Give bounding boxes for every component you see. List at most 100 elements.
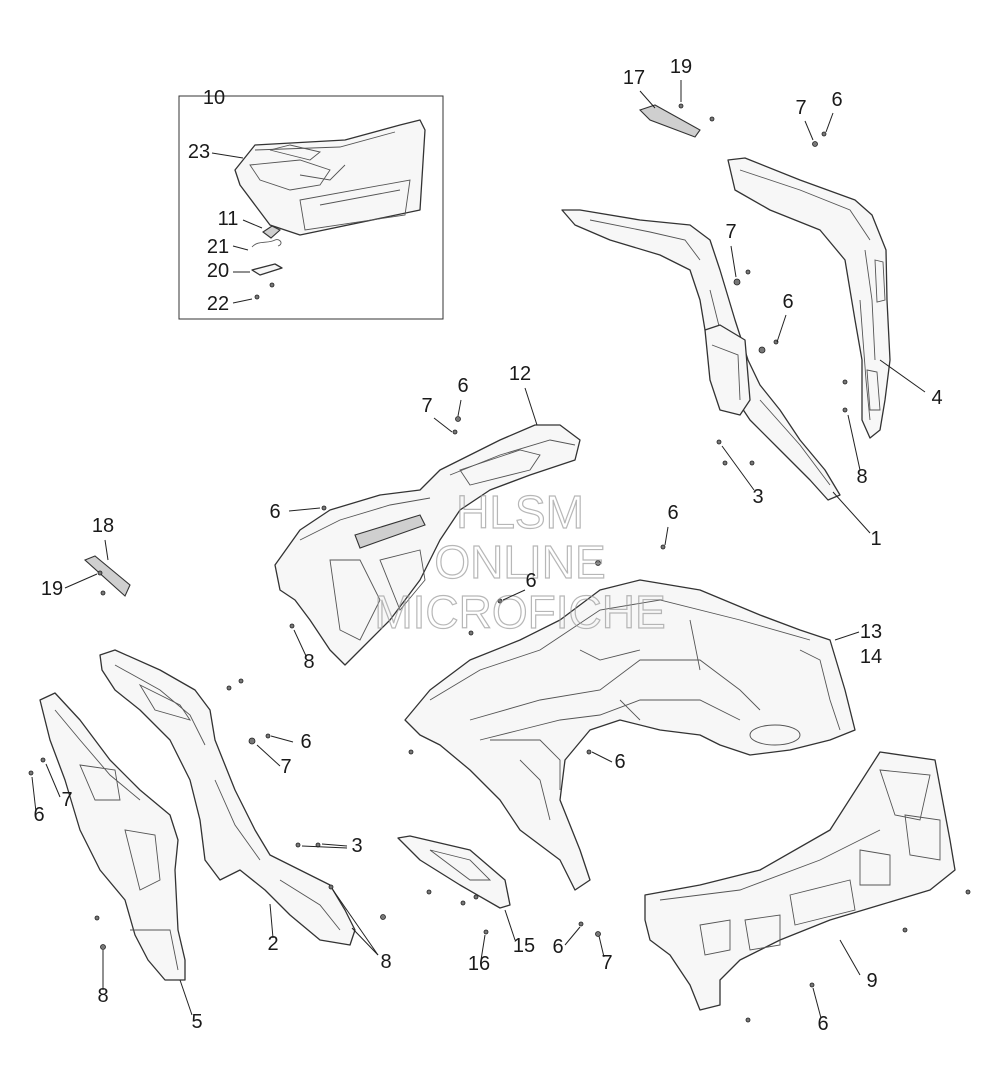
part-2-left-side-panel (99, 649, 386, 946)
leader-line-17 (639, 90, 656, 109)
callout-11: 11 (218, 208, 239, 230)
watermark-line-1: HLSM (456, 486, 584, 538)
callout-3: 3 (752, 486, 763, 508)
callout-6: 6 (614, 751, 625, 773)
leader-line-8 (332, 889, 379, 956)
leader-line-16 (480, 934, 486, 961)
callout-16: 16 (468, 953, 490, 975)
callout-17: 17 (623, 67, 645, 89)
watermark: HLSM ONLINE MICROFICHE (374, 485, 667, 638)
leader-line-11 (242, 219, 263, 229)
callout-20: 20 (207, 260, 229, 282)
leader-line-6 (564, 926, 581, 946)
part-10-storage-tray (234, 119, 426, 236)
leader-line-7 (730, 245, 737, 278)
leader-line-4 (879, 359, 926, 393)
callout-19: 19 (670, 56, 692, 78)
leader-line-6 (288, 507, 321, 512)
callout-6: 6 (667, 502, 678, 524)
part-4-right-fender (727, 157, 891, 439)
part-9-rear-panel (578, 751, 971, 1023)
leader-line-6 (502, 589, 526, 601)
callout-6: 6 (552, 936, 563, 958)
callout-12: 12 (509, 363, 531, 385)
leader-line-13 (834, 631, 860, 641)
leader-line-22 (232, 298, 253, 304)
latch-hardware (251, 225, 283, 300)
watermark-line-2: ONLINE (434, 536, 605, 588)
leader-line-5 (179, 979, 193, 1016)
callout-15: 15 (513, 935, 535, 957)
callout-10: 10 (203, 87, 225, 109)
watermark-line-3: MICROFICHE (374, 586, 665, 638)
leader-line-6 (776, 314, 787, 343)
callout-5: 5 (191, 1011, 202, 1033)
callout-2: 2 (267, 933, 278, 955)
leader-line-7 (256, 744, 281, 767)
leader-line-12 (524, 387, 538, 426)
leader-line-6 (457, 399, 462, 417)
callout-6: 6 (782, 291, 793, 313)
callout-6: 6 (525, 570, 536, 592)
callout-7: 7 (795, 97, 806, 119)
leader-line-7 (433, 417, 453, 433)
callout-13: 13 (860, 621, 882, 643)
callout-23: 23 (188, 141, 210, 163)
callout-22: 22 (207, 293, 229, 315)
part-1-right-side-panel (561, 131, 848, 501)
callout-6: 6 (269, 501, 280, 523)
leader-line-8 (293, 629, 307, 657)
callout-7: 7 (725, 221, 736, 243)
leader-line-3 (301, 845, 348, 849)
callout-3: 3 (351, 835, 362, 857)
callout-6: 6 (831, 89, 842, 111)
callout-1: 1 (870, 528, 881, 550)
part-13-cargo-box (404, 544, 856, 891)
callout-14: 14 (860, 646, 882, 668)
leader-line-2 (269, 903, 274, 939)
callout-8: 8 (97, 985, 108, 1007)
callout-4: 4 (931, 387, 942, 409)
callout-6: 6 (300, 731, 311, 753)
leader-line-18 (104, 539, 109, 561)
callout-21: 21 (207, 236, 229, 258)
leader-line-6 (591, 751, 613, 763)
callout-6: 6 (457, 375, 468, 397)
callout-7: 7 (421, 395, 432, 417)
leader-line-21 (232, 245, 249, 251)
callout-19: 19 (41, 578, 63, 600)
leader-line-6 (270, 735, 294, 743)
part-18-bracket (83, 555, 131, 597)
callout-8: 8 (303, 651, 314, 673)
part-15-bracket (397, 835, 511, 935)
leader-line-19 (64, 573, 98, 589)
leader-line-1 (832, 491, 871, 534)
callout-6: 6 (33, 804, 44, 826)
leader-line-6 (664, 526, 669, 546)
leader-line-3 (321, 843, 348, 847)
callout-18: 18 (92, 515, 114, 537)
callout-8: 8 (856, 466, 867, 488)
leader-line-7 (45, 763, 61, 798)
leader-line-7 (598, 935, 605, 958)
leader-line-9 (839, 939, 861, 976)
inset-box-part-10 (178, 95, 444, 320)
callout-7: 7 (61, 789, 72, 811)
part-12-front-console (274, 416, 581, 666)
part-5-left-fender (28, 692, 186, 981)
part-17-bracket (638, 103, 715, 138)
callout-9: 9 (866, 970, 877, 992)
callout-6: 6 (817, 1013, 828, 1035)
leader-line-8 (351, 927, 379, 956)
leader-line-23 (211, 152, 244, 159)
leader-line-3 (721, 445, 755, 491)
callout-7: 7 (601, 952, 612, 974)
leader-line-8 (847, 414, 861, 471)
leader-line-6 (825, 112, 834, 133)
leader-line-7 (804, 120, 814, 141)
leader-line-6 (31, 776, 37, 813)
callout-7: 7 (280, 756, 291, 778)
leader-line-15 (504, 909, 516, 941)
